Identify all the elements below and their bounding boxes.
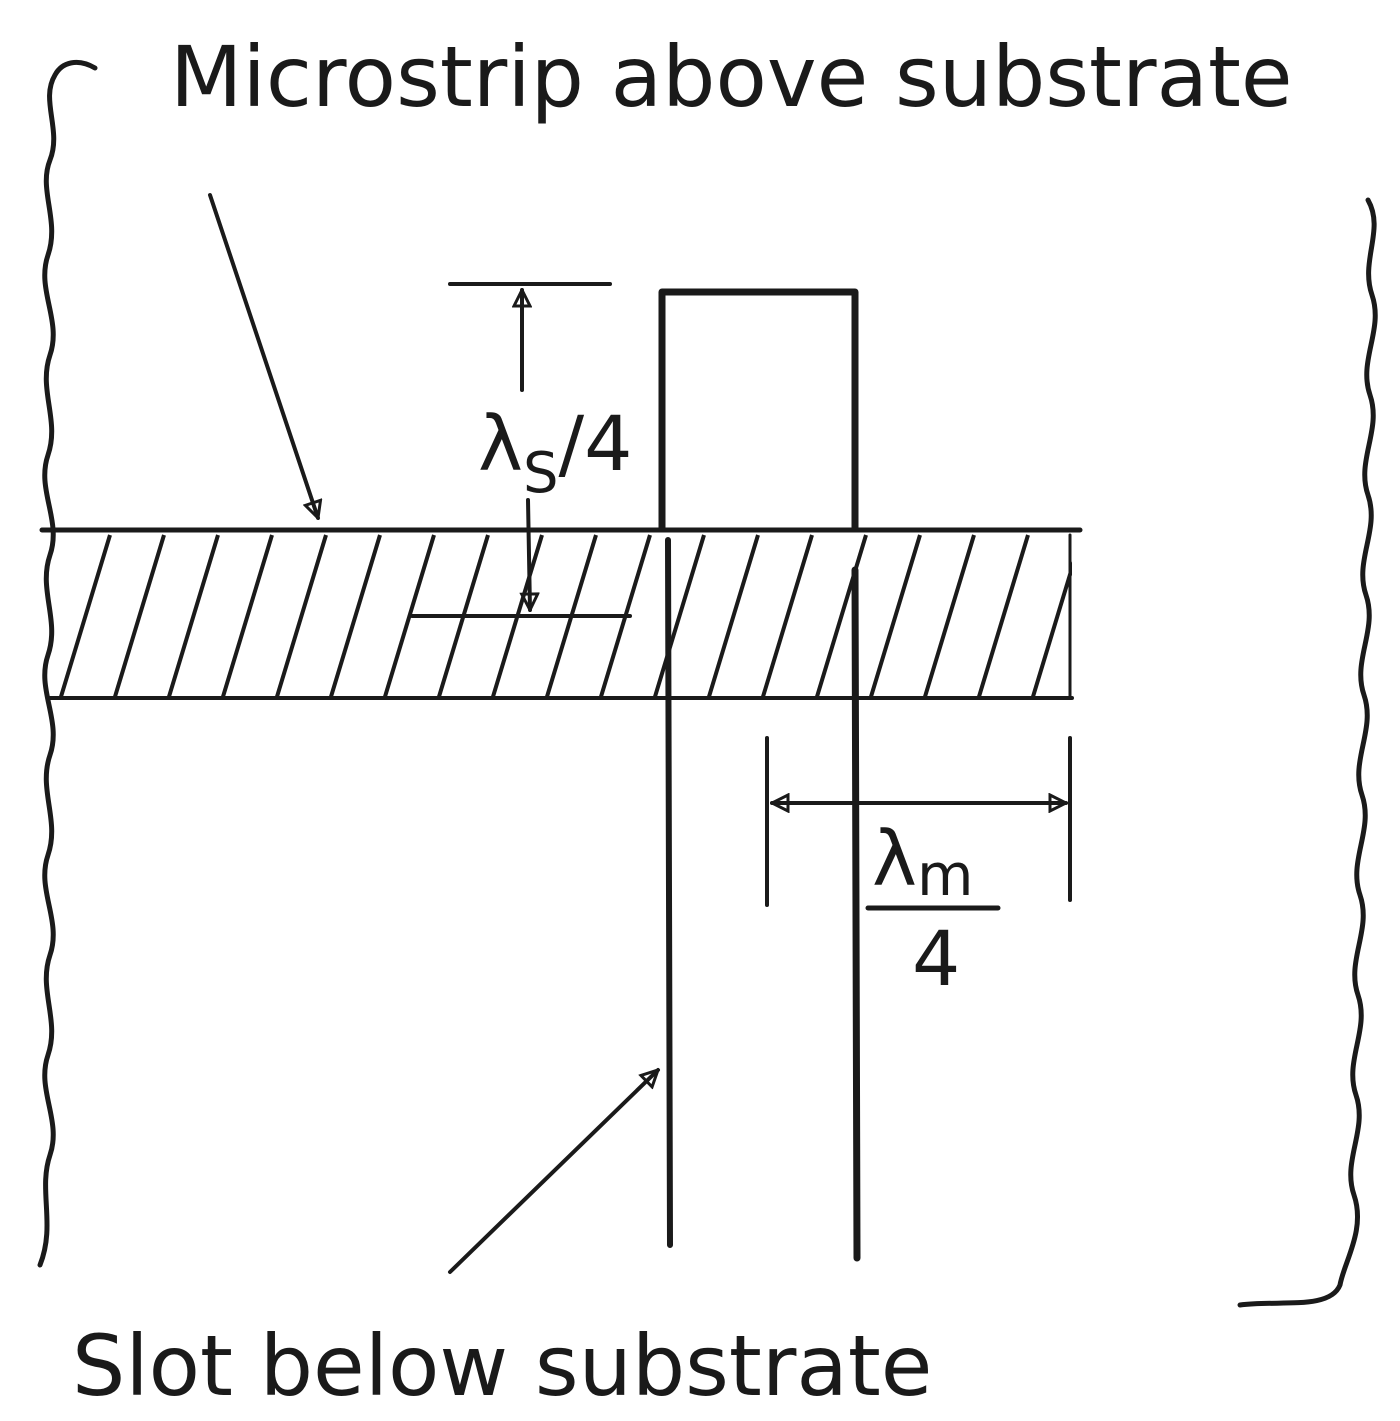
- hatch-line: [382, 534, 436, 700]
- hatch-line: [166, 534, 220, 700]
- slot-leader-arrow: [448, 1070, 658, 1274]
- hatch-line: [112, 534, 166, 700]
- hatch-line: [706, 534, 760, 700]
- hatch-line: [1086, 535, 1136, 700]
- hatch-line: [652, 534, 706, 700]
- hatch-line: [328, 534, 382, 700]
- lambda-s-lower-arrow: [528, 498, 530, 610]
- lambda-s-symbol: λ: [478, 399, 523, 488]
- left-break-line: [37, 59, 98, 1268]
- hatch-line: [868, 534, 922, 700]
- hatch-line: [1030, 561, 1072, 700]
- lambda-s-tail: /4: [559, 399, 633, 488]
- slot-right-line: [851, 566, 861, 1262]
- hatch-line: [220, 534, 274, 700]
- lambda-s-subscript: S: [523, 441, 559, 506]
- hatch-line: [760, 534, 814, 700]
- hatch-line: [58, 534, 112, 700]
- microstrip-leader-arrow: [208, 193, 318, 518]
- lambda-m-symbol: λ: [872, 814, 917, 903]
- microstrip-label: Microstrip above substrate: [170, 28, 1293, 126]
- slot-label: Slot below substrate: [72, 1317, 932, 1415]
- lambda-s-label: λS/4: [478, 399, 633, 506]
- slot-left-line: [665, 537, 673, 1248]
- lambda-m-subscript: m: [917, 841, 974, 909]
- lambda-m-denominator: 4: [912, 914, 960, 1003]
- hatch-line: [814, 534, 868, 700]
- hatch-line: [274, 534, 328, 700]
- hatch-line: [922, 534, 976, 700]
- hatch-line: [976, 534, 1030, 700]
- stub-outline: [658, 288, 859, 532]
- right-break-line: [1237, 197, 1378, 1308]
- lambda-m-numerator: λm: [872, 814, 973, 909]
